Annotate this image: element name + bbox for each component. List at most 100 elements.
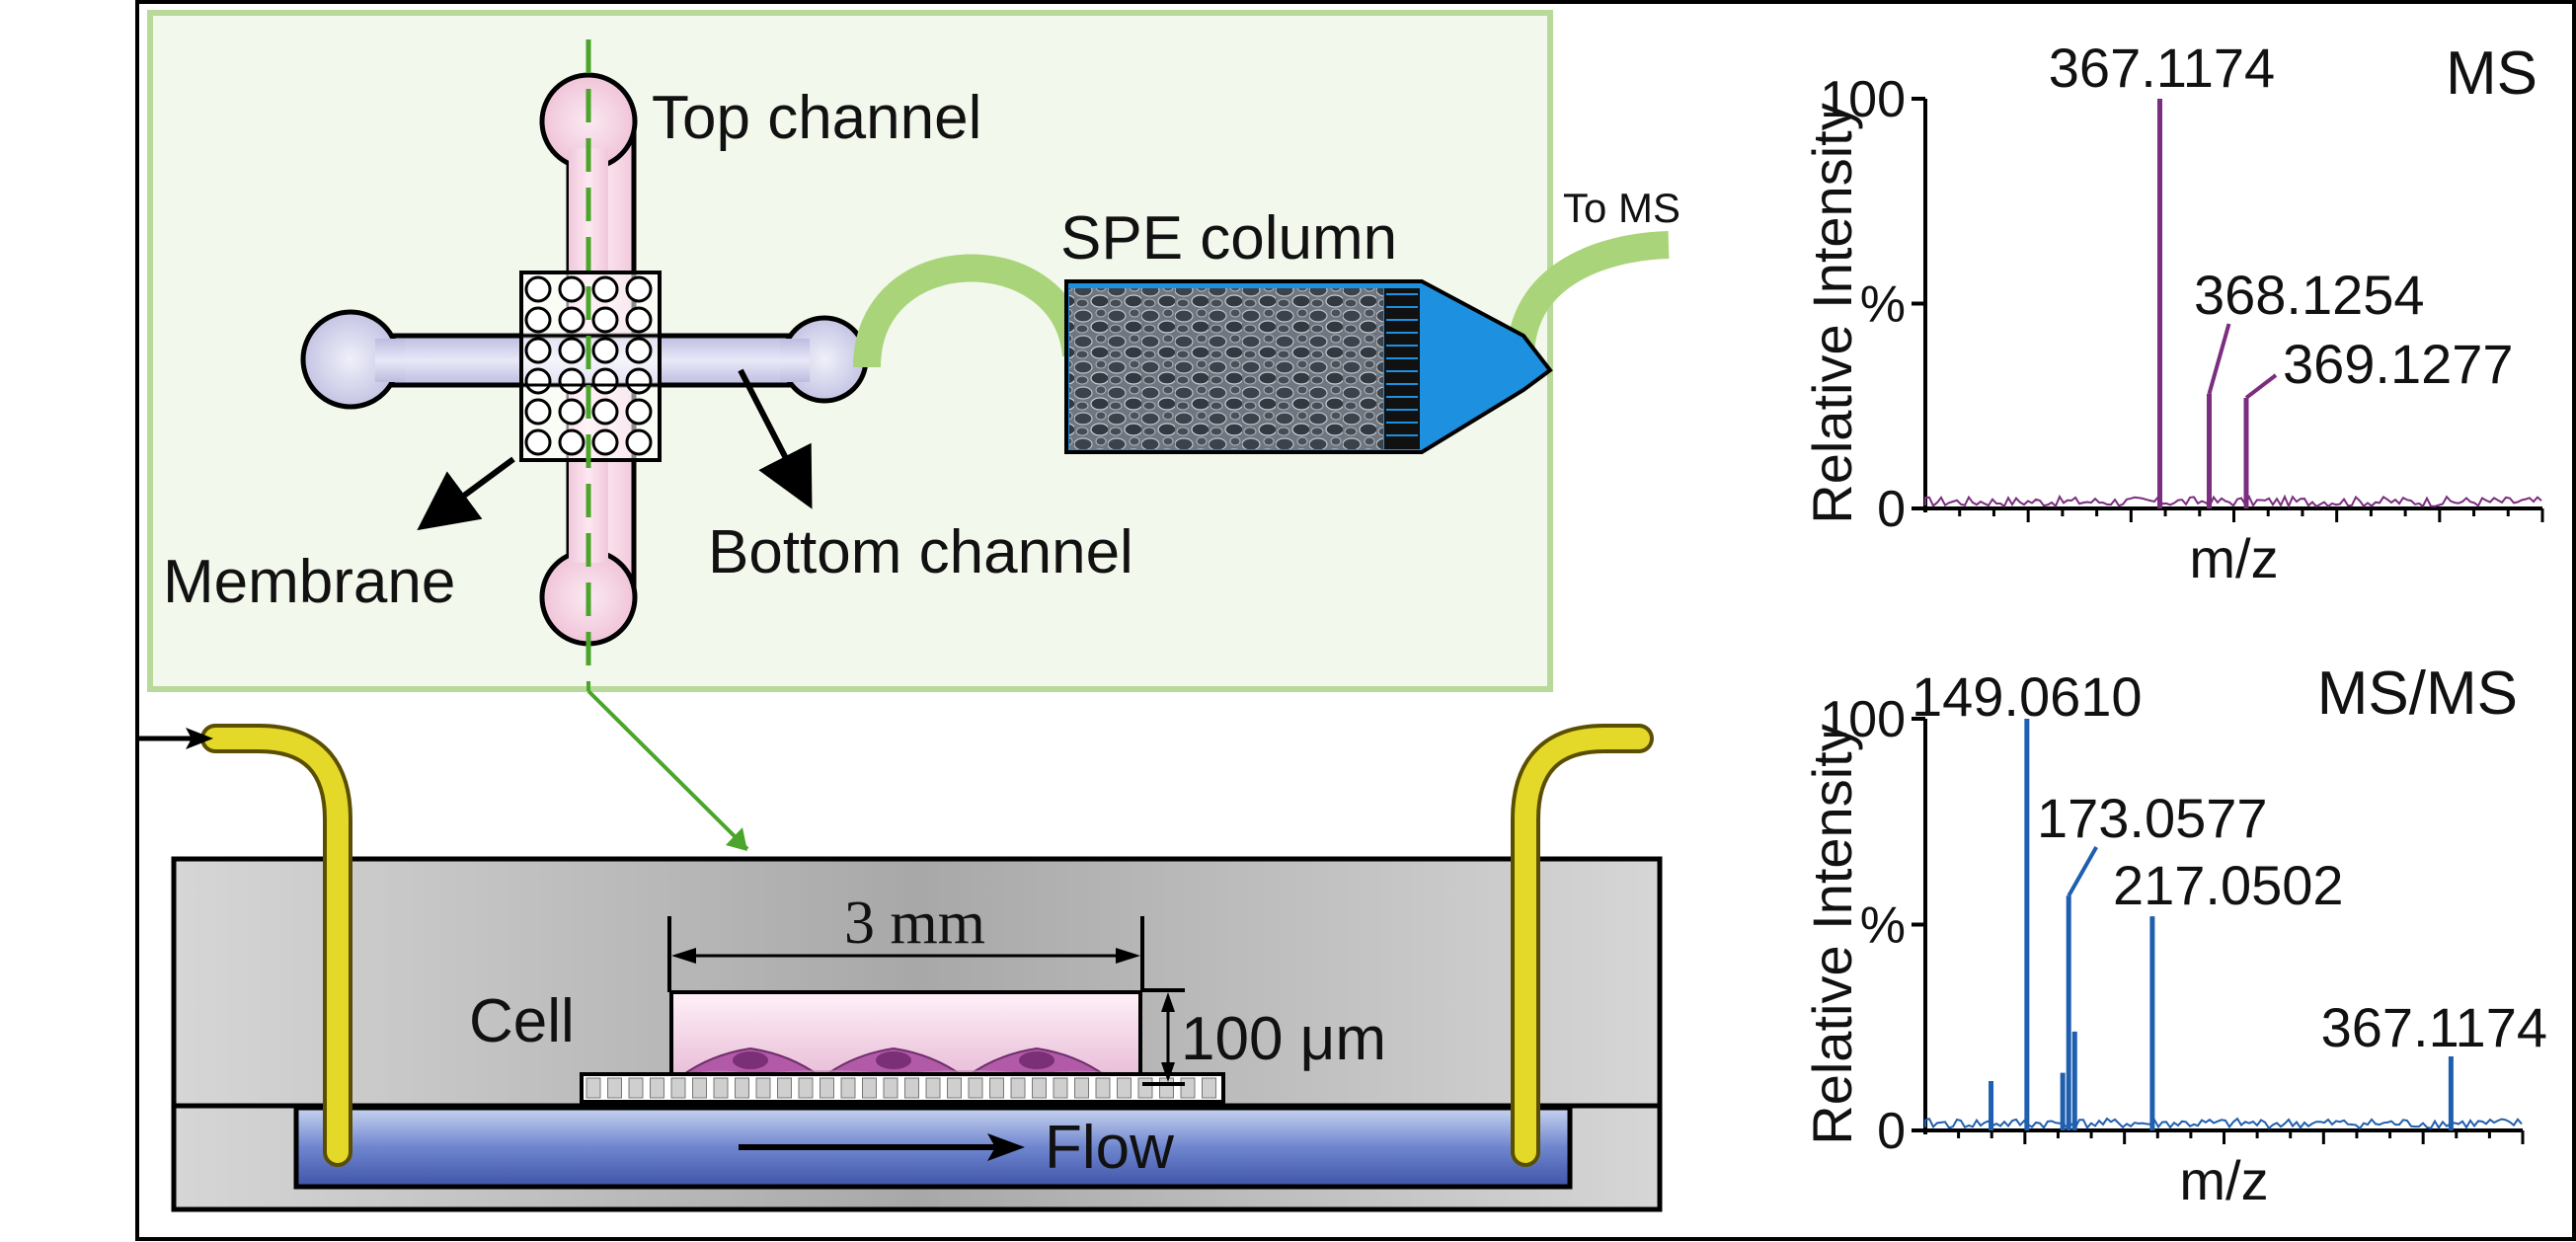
membrane-pore: [650, 1077, 664, 1099]
membrane-pore: [558, 337, 585, 364]
membrane-pore: [1202, 1077, 1216, 1099]
outer-frame: [135, 0, 2576, 1241]
membrane-pore: [607, 1077, 622, 1099]
y-axis-label: Relative Intensity: [1801, 103, 1863, 523]
membrane-pore: [591, 367, 619, 395]
membrane-pore: [670, 1077, 686, 1099]
flow-label: Flow: [1045, 1114, 1174, 1182]
baseline-noise: [1924, 494, 2542, 509]
spe-column: [1064, 279, 1553, 454]
peak-leader: [2244, 373, 2278, 400]
top-channel-label: Top channel: [652, 84, 981, 152]
peak-label: 149.0610: [1912, 665, 2143, 728]
peak-label: 369.1277: [2283, 333, 2514, 395]
membrane-pore: [591, 337, 619, 364]
membrane-pore: [558, 306, 585, 334]
membrane-pore: [798, 1077, 814, 1099]
y-tick-label: %: [1860, 276, 1906, 334]
membrane-pore: [591, 398, 619, 426]
cross-section: 3 mm 100 μm Cell Flow: [138, 724, 1663, 1212]
cell-label: Cell: [469, 987, 575, 1055]
membrane-pore: [591, 275, 619, 303]
membrane-pore: [1074, 1077, 1089, 1099]
membrane-pore: [625, 306, 653, 334]
membrane-pointer: [417, 456, 515, 531]
membrane-pore: [755, 1077, 771, 1099]
membrane-pore: [692, 1077, 707, 1099]
membrane-pore: [1095, 1077, 1111, 1099]
baseline-noise: [1924, 1117, 2523, 1130]
membrane-strip: [580, 1072, 1225, 1104]
membrane-pore: [713, 1077, 729, 1099]
y-tick-label: %: [1860, 897, 1906, 955]
peak-label: 367.1174: [2049, 37, 2275, 99]
membrane-pore: [591, 306, 619, 334]
membrane-pore: [1117, 1077, 1132, 1099]
peak-label: 173.0577: [2037, 787, 2268, 849]
y-tick-label: 0: [1877, 1103, 1906, 1160]
spe-column-label: SPE column: [1060, 204, 1397, 272]
membrane-pore: [591, 428, 619, 456]
tubing-to-spe: [853, 254, 1090, 368]
membrane-pore: [777, 1077, 792, 1099]
membrane-pores: [585, 1077, 1216, 1099]
msms-chart: 100% 0 m/z Relative Intensity MS/MS 149.0610 1…: [1801, 660, 2547, 1211]
membrane-pore: [947, 1077, 962, 1099]
chart-title: MS: [2446, 39, 2537, 108]
membrane-pore: [862, 1077, 877, 1099]
membrane-pore: [1010, 1077, 1026, 1099]
tubing-to-ms: [1507, 231, 1670, 358]
membrane-pore: [968, 1077, 983, 1099]
y-tick-label: 0: [1877, 481, 1906, 538]
bottom-channel-label: Bottom channel: [708, 518, 1133, 586]
membrane-pore: [820, 1077, 834, 1099]
membrane-pore: [524, 306, 552, 334]
membrane-pore: [735, 1077, 749, 1099]
spe-frit: [1386, 293, 1418, 436]
membrane-pore: [904, 1077, 919, 1099]
cell-nucleus: [1019, 1051, 1054, 1069]
peak-label: 217.0502: [2113, 854, 2344, 916]
membrane-pore: [1032, 1077, 1047, 1099]
membrane-pore: [1159, 1077, 1174, 1099]
cell-nucleus: [733, 1051, 768, 1069]
membrane-pore: [625, 367, 653, 395]
membrane-pore: [625, 398, 653, 426]
cell-nucleus: [876, 1051, 911, 1069]
membrane-pore: [840, 1077, 856, 1099]
peak-leader: [2067, 846, 2098, 897]
membrane-pore: [558, 275, 585, 303]
peak-label: 367.1174: [2321, 996, 2547, 1058]
membrane-pore: [558, 398, 585, 426]
bottom-channel-pointer: [738, 368, 813, 509]
y-tick-label: 100: [1820, 691, 1906, 748]
section-arrow: [586, 681, 749, 851]
membrane-pore: [883, 1077, 898, 1099]
membrane-pore: [524, 428, 552, 456]
y-axis-label: Relative Intensity: [1801, 724, 1863, 1144]
membrane-pore: [1137, 1077, 1153, 1099]
membrane-pore: [1180, 1077, 1196, 1099]
x-axis-label: m/z: [2179, 1149, 2268, 1211]
membrane-label: Membrane: [163, 548, 455, 616]
membrane-pore: [628, 1077, 644, 1099]
membrane-pore: [989, 1077, 1004, 1099]
y-tick-label: 100: [1820, 71, 1906, 128]
membrane-pore: [925, 1077, 941, 1099]
membrane-pore: [524, 398, 552, 426]
membrane-pore: [585, 1077, 601, 1099]
height-label: 100 μm: [1181, 1005, 1386, 1073]
membrane-pore: [1053, 1077, 1068, 1099]
membrane-pore: [625, 337, 653, 364]
membrane-pore: [558, 367, 585, 395]
membrane-pore: [625, 275, 653, 303]
x-axis-label: m/z: [2189, 527, 2278, 589]
membrane-pore: [524, 337, 552, 364]
peak-leader: [2207, 323, 2231, 395]
membrane-pore: [558, 428, 585, 456]
to-ms-label: To MS: [1563, 185, 1680, 231]
membrane-pore: [524, 275, 552, 303]
chart-title: MS/MS: [2317, 660, 2518, 728]
